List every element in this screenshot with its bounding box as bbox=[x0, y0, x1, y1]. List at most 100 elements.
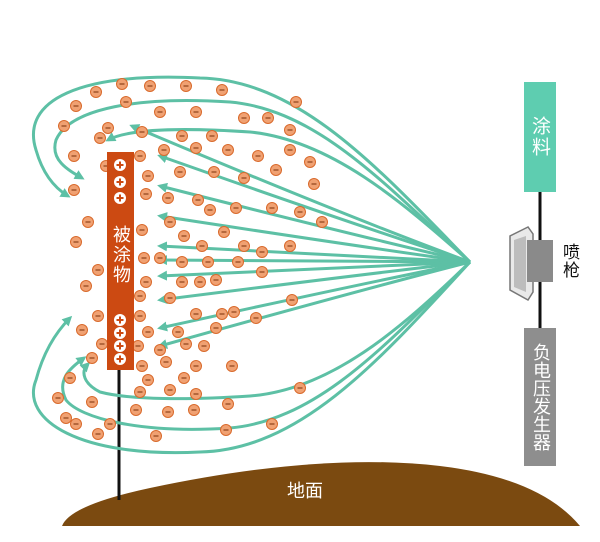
minus-particle-icon bbox=[226, 360, 238, 372]
minus-particle-icon bbox=[58, 120, 70, 132]
electric-field-lines bbox=[32, 75, 472, 455]
minus-particle-icon bbox=[70, 236, 82, 248]
minus-particle-icon bbox=[154, 252, 166, 264]
minus-particle-icon bbox=[304, 156, 316, 168]
minus-particle-icon bbox=[60, 412, 72, 424]
minus-particle-icon bbox=[150, 430, 162, 442]
minus-particle-icon bbox=[294, 206, 306, 218]
minus-particle-icon bbox=[290, 96, 302, 108]
minus-particle-icon bbox=[178, 372, 190, 384]
field-line bbox=[61, 260, 472, 431]
minus-particle-icon bbox=[232, 256, 244, 268]
minus-particle-icon bbox=[142, 170, 154, 182]
field-line bbox=[157, 260, 471, 349]
minus-particle-icon bbox=[294, 382, 306, 394]
paint-box bbox=[524, 82, 556, 192]
minus-particle-icon bbox=[134, 150, 146, 162]
field-line bbox=[32, 260, 472, 455]
minus-particle-icon bbox=[116, 78, 128, 90]
minus-particle-icon bbox=[162, 406, 174, 418]
plus-circle-icon bbox=[114, 176, 126, 188]
minus-particle-icon bbox=[190, 106, 202, 118]
minus-particle-icon bbox=[176, 276, 188, 288]
minus-particle-icon bbox=[162, 192, 174, 204]
field-line bbox=[157, 260, 471, 281]
minus-particle-icon bbox=[90, 86, 102, 98]
minus-particle-icon bbox=[164, 384, 176, 396]
minus-particle-icon bbox=[86, 396, 98, 408]
minus-particle-icon bbox=[178, 230, 190, 242]
minus-particle-icon bbox=[238, 112, 250, 124]
minus-particle-icon bbox=[238, 172, 250, 184]
minus-particle-icon bbox=[206, 130, 218, 142]
minus-particle-icon bbox=[208, 166, 220, 178]
ground-label-text: 地面 bbox=[287, 481, 323, 502]
minus-particle-icon bbox=[284, 144, 296, 156]
minus-particle-icon bbox=[136, 126, 148, 138]
plus-circle-icon bbox=[114, 353, 126, 365]
minus-particle-icon bbox=[194, 276, 206, 288]
plus-circle-icon bbox=[114, 192, 126, 204]
minus-particle-icon bbox=[266, 202, 278, 214]
minus-particle-icon bbox=[136, 224, 148, 236]
minus-particle-icon bbox=[238, 240, 250, 252]
minus-particle-icon bbox=[262, 112, 274, 124]
minus-particle-icon bbox=[142, 374, 154, 386]
minus-particle-icon bbox=[198, 340, 210, 352]
minus-particle-icon bbox=[316, 216, 328, 228]
minus-particle-icon bbox=[172, 326, 184, 338]
minus-particle-icon bbox=[144, 80, 156, 92]
minus-particle-icon bbox=[52, 392, 64, 404]
minus-particle-icon bbox=[76, 324, 88, 336]
minus-particle-icon bbox=[210, 274, 222, 286]
generator-label: 负电压发生器 bbox=[524, 332, 556, 462]
minus-particle-icon bbox=[120, 96, 132, 108]
minus-particle-icon bbox=[174, 166, 186, 178]
minus-particle-icon bbox=[176, 130, 188, 142]
minus-particle-icon bbox=[218, 226, 230, 238]
workpiece-label-text: 被涂物 bbox=[110, 225, 131, 285]
ground-label: 地面 bbox=[270, 478, 340, 506]
minus-particle-icon bbox=[216, 84, 228, 96]
minus-particle-icon bbox=[222, 144, 234, 156]
minus-particle-icon bbox=[154, 106, 166, 118]
minus-particle-icon bbox=[132, 340, 144, 352]
minus-particle-icon bbox=[142, 326, 154, 338]
ground-mound bbox=[62, 462, 580, 526]
minus-particle-icon bbox=[180, 80, 192, 92]
minus-particle-icon bbox=[250, 312, 262, 324]
minus-particle-icon bbox=[190, 388, 202, 400]
minus-particle-icon bbox=[188, 404, 200, 416]
minus-particle-icon bbox=[266, 418, 278, 430]
minus-particle-icon bbox=[210, 322, 222, 334]
plus-circle-icon bbox=[114, 327, 126, 339]
positive-charges bbox=[114, 159, 126, 365]
plus-circle-icon bbox=[114, 159, 126, 171]
minus-particle-icon bbox=[134, 290, 146, 302]
minus-particle-icon bbox=[154, 344, 166, 356]
minus-particle-icon bbox=[196, 240, 208, 252]
minus-particle-icon bbox=[64, 372, 76, 384]
minus-particle-icon bbox=[96, 338, 108, 350]
minus-particle-icon bbox=[164, 216, 176, 228]
spray-gun-label-text: 喷枪 bbox=[559, 243, 579, 279]
minus-particle-icon bbox=[138, 252, 150, 264]
minus-particle-icon bbox=[92, 264, 104, 276]
field-line bbox=[32, 75, 472, 264]
minus-particle-icon bbox=[252, 150, 264, 162]
field-line bbox=[157, 182, 471, 264]
minus-particle-icon bbox=[102, 122, 114, 134]
minus-particle-icon bbox=[140, 276, 152, 288]
minus-particle-icon bbox=[180, 338, 192, 350]
minus-particle-icon bbox=[68, 184, 80, 196]
minus-particle-icon bbox=[136, 360, 148, 372]
spray-gun-icon bbox=[509, 226, 553, 302]
minus-particle-icon bbox=[284, 124, 296, 136]
minus-particle-icon bbox=[190, 308, 202, 320]
minus-particle-icon bbox=[190, 142, 202, 154]
minus-particle-icon bbox=[202, 256, 214, 268]
minus-particle-icon bbox=[256, 266, 268, 278]
minus-particle-icon bbox=[92, 428, 104, 440]
minus-particle-icon bbox=[222, 398, 234, 410]
